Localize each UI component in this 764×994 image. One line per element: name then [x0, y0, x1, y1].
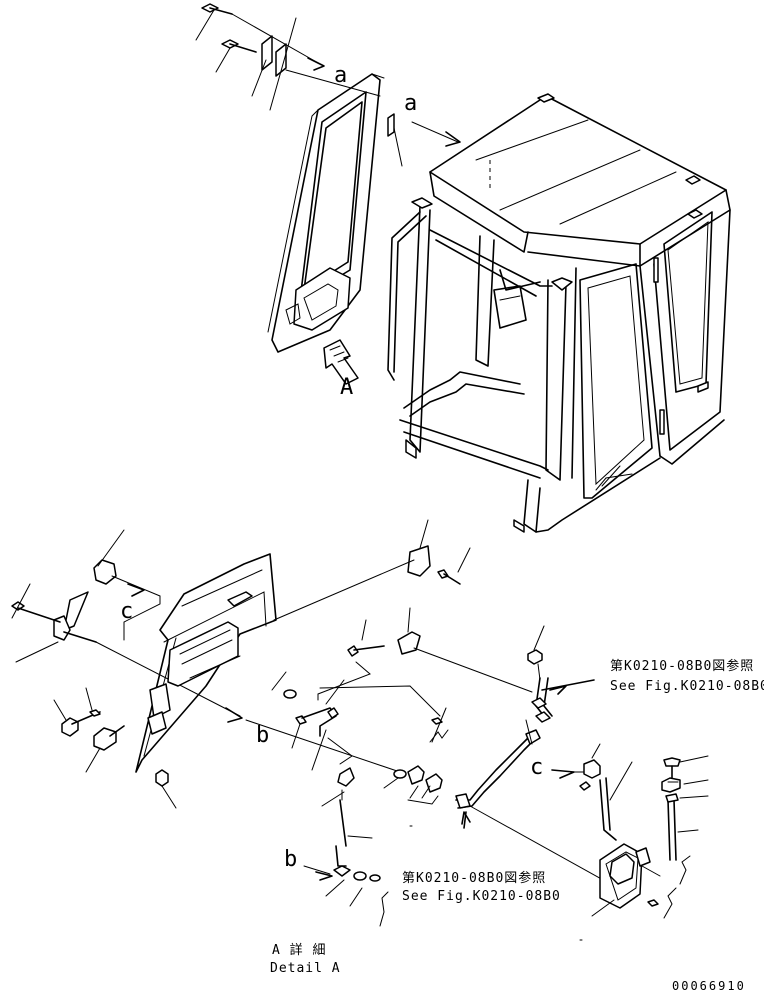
cab-body	[387, 93, 731, 533]
callout-c-left: c	[120, 599, 133, 624]
detail-caption-jp: A 詳 細	[272, 942, 326, 958]
lock-unit	[551, 743, 709, 919]
callout-c-right: c	[530, 755, 543, 780]
door-frame	[267, 69, 403, 353]
callout-a-cab: a	[404, 91, 417, 116]
callout-a-top: a	[334, 63, 347, 88]
view-arrow-A	[323, 339, 359, 385]
callout-A: A	[340, 375, 353, 400]
drawing-number: 00066910	[672, 979, 746, 993]
lock-plate-assembly	[11, 529, 277, 809]
reference-note-jp-2: 第K0210-08B0図参照	[402, 870, 546, 886]
callout-b-low: b	[284, 847, 297, 872]
callout-b-mid: b	[256, 723, 269, 748]
detail-caption-en: Detail A	[270, 961, 341, 976]
reference-note-jp-1: 第K0210-08B0図参照	[610, 658, 754, 674]
reference-note-en-1: See Fig.K0210-08B0	[610, 679, 764, 694]
arrow-a-cab	[411, 121, 461, 147]
top-fasteners	[195, 3, 325, 111]
linkage-rods	[245, 519, 633, 927]
reference-note-en-2: See Fig.K0210-08B0	[402, 889, 561, 904]
